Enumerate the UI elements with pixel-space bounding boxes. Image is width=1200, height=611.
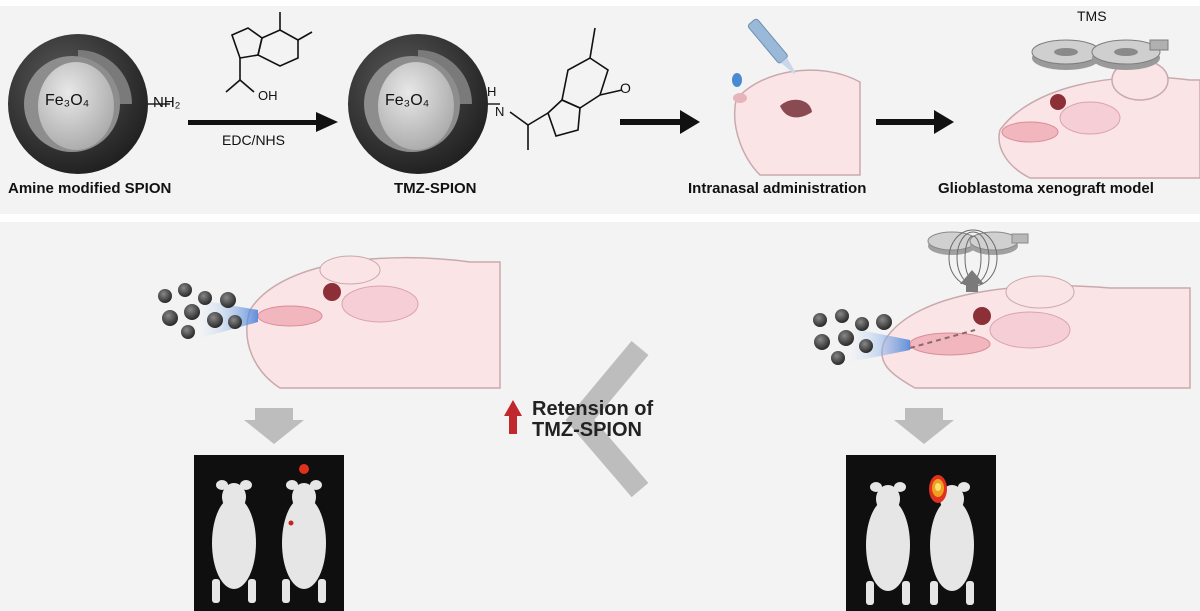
process-arrow-2 xyxy=(876,110,954,134)
top-panel xyxy=(0,6,1200,214)
left-nanoparticle-cluster xyxy=(158,283,242,339)
amine-spion-particle xyxy=(8,34,148,174)
core-label-2: Fe₃O₄ xyxy=(385,92,430,109)
reagent-label: EDC/NHS xyxy=(222,132,286,148)
core-label-1: Fe₃O₄ xyxy=(45,92,90,109)
bottom-diagram xyxy=(158,229,1191,498)
o-label: O xyxy=(620,80,631,96)
oh-label: OH xyxy=(258,88,278,103)
right-mouse-illustration xyxy=(850,275,1191,389)
n-label: N xyxy=(495,104,505,119)
left-down-arrow xyxy=(244,408,304,444)
right-fluorescence-photo xyxy=(846,455,996,611)
tms-label: TMS xyxy=(1077,8,1107,24)
retension-line-1: Retension of xyxy=(532,398,654,420)
tmz-spion-particle xyxy=(348,34,488,174)
left-mouse-illustration xyxy=(200,255,501,389)
up-arrow-icon xyxy=(504,400,522,434)
right-nanoparticle-cluster xyxy=(813,309,892,365)
tms-coil-device xyxy=(1031,39,1169,70)
h-label: H xyxy=(487,84,497,99)
retension-line-2: TMZ-SPION xyxy=(532,419,642,441)
right-down-arrow xyxy=(894,408,954,444)
xenograft-mouse-illustration xyxy=(998,59,1200,179)
intranasal-mouse-illustration xyxy=(732,18,861,176)
process-arrow-1 xyxy=(620,110,700,134)
reaction-arrow xyxy=(188,112,338,132)
tmz-spion-caption: TMZ-SPION xyxy=(394,180,477,197)
nh2-label: NH₂ xyxy=(153,94,181,111)
intranasal-caption: Intranasal administration xyxy=(688,180,867,197)
right-tms-coil xyxy=(927,229,1029,292)
comparison-chevron xyxy=(565,340,649,498)
left-fluorescence-photo xyxy=(194,455,344,611)
xenograft-caption: Glioblastoma xenograft model xyxy=(938,180,1154,197)
tmz-structure-reagent xyxy=(225,12,313,93)
retension-label: Retension of TMZ-SPION xyxy=(532,399,653,441)
amine-spion-caption: Amine modified SPION xyxy=(8,180,172,197)
tmz-attached-structure xyxy=(509,27,623,150)
top-diagram xyxy=(8,12,1200,179)
